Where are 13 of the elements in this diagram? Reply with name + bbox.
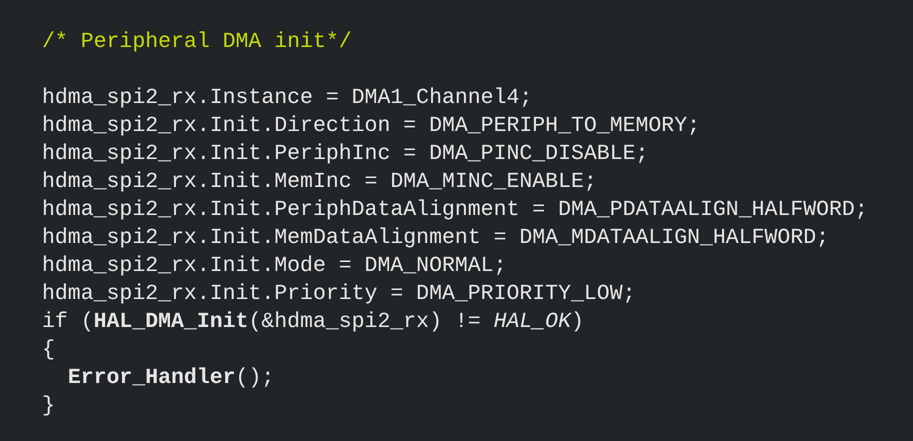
code-line: hdma_spi2_rx.Init.Priority = DMA_PRIORITY_LOW; — [42, 281, 636, 308]
code-line: { — [42, 337, 55, 364]
code-line: } — [42, 393, 55, 420]
code-line: hdma_spi2_rx.Init.MemInc = DMA_MINC_ENABLE; — [42, 169, 597, 196]
code-line: hdma_spi2_rx.Init.PeriphDataAlignment = DMA_PDATAALIGN_HALFWORD; — [42, 197, 868, 224]
code-line: if (HAL_DMA_Init(&hdma_spi2_rx) != HAL_OK) — [42, 309, 584, 336]
code-line: hdma_spi2_rx.Init.PeriphInc = DMA_PINC_DISABLE; — [42, 141, 648, 168]
code-line: hdma_spi2_rx.Init.MemDataAlignment = DMA_MDATAALIGN_HALFWORD; — [42, 225, 830, 252]
code-line: hdma_spi2_rx.Instance = DMA1_Channel4; — [42, 85, 532, 112]
code-line: hdma_spi2_rx.Init.Direction = DMA_PERIPH_TO_MEMORY; — [42, 113, 700, 140]
code-line: Error_Handler(); — [66, 365, 274, 392]
code-line: hdma_spi2_rx.Init.Mode = DMA_NORMAL; — [42, 253, 506, 280]
code-comment: /* Peripheral DMA init*/ — [42, 29, 352, 56]
